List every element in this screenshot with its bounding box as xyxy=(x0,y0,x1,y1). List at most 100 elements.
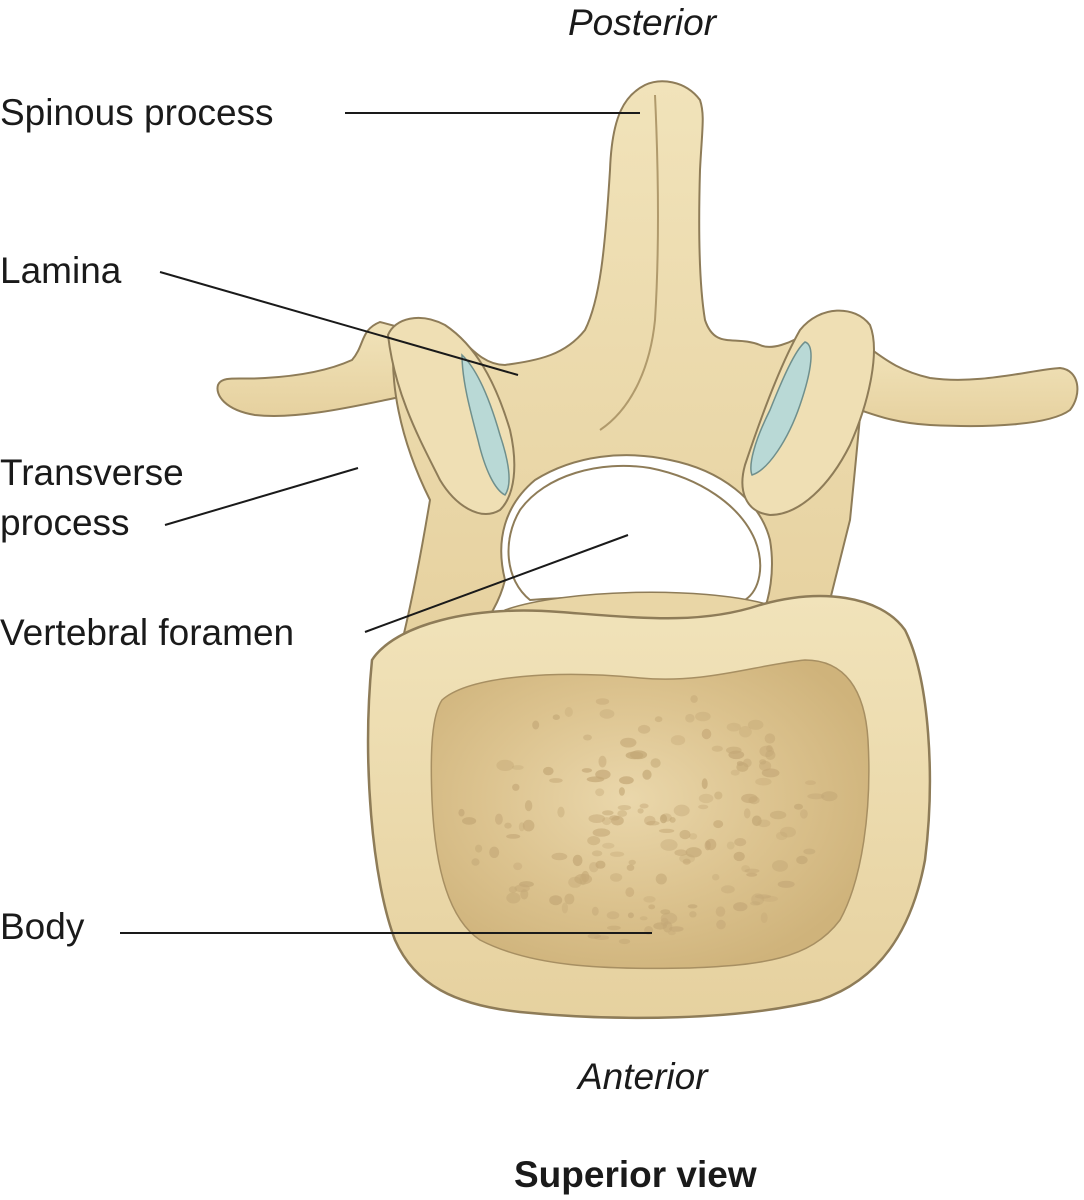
pore xyxy=(658,828,675,834)
pore xyxy=(618,787,625,796)
pore xyxy=(610,851,625,857)
pore xyxy=(549,895,563,906)
cancellous-pores xyxy=(458,695,838,945)
pore xyxy=(761,768,780,778)
pore xyxy=(602,842,615,849)
pore xyxy=(711,745,723,752)
leader-lines xyxy=(120,112,652,934)
pore xyxy=(733,902,748,912)
pore xyxy=(728,750,745,760)
pore xyxy=(660,813,672,822)
pore xyxy=(588,814,606,823)
pore xyxy=(644,815,656,826)
pore xyxy=(659,814,668,824)
pore xyxy=(685,713,695,723)
pore xyxy=(760,912,768,923)
pore xyxy=(777,880,795,888)
pore xyxy=(650,758,661,768)
right-articular-facet xyxy=(750,341,812,476)
cancellous-bone xyxy=(430,659,870,970)
pore xyxy=(751,815,762,827)
pore xyxy=(564,893,575,905)
pore xyxy=(746,872,758,877)
pore xyxy=(496,759,514,772)
posterior-label: Posterior xyxy=(568,2,717,43)
pore xyxy=(557,806,565,818)
pore xyxy=(637,808,644,814)
spinous-process-label: Spinous process xyxy=(0,92,274,133)
pore xyxy=(620,737,637,748)
transverse-process-label-line1: Transverse xyxy=(0,452,184,493)
pore xyxy=(660,839,678,851)
pore xyxy=(592,828,611,837)
pore xyxy=(741,793,758,804)
pore xyxy=(532,720,540,730)
pore xyxy=(617,810,628,817)
pore xyxy=(667,930,676,936)
pore xyxy=(639,916,648,921)
pore xyxy=(646,820,660,826)
pore xyxy=(796,855,808,865)
pore xyxy=(587,933,601,939)
pore xyxy=(805,780,816,785)
pore xyxy=(595,860,606,869)
pore xyxy=(581,768,593,773)
pore xyxy=(747,719,764,730)
pore xyxy=(794,803,803,810)
pore xyxy=(682,858,691,865)
pore xyxy=(712,873,720,881)
pore xyxy=(713,820,724,829)
pore xyxy=(561,902,569,914)
pore xyxy=(606,911,620,920)
pore xyxy=(744,868,760,874)
pore xyxy=(591,850,603,857)
pore xyxy=(669,926,684,932)
pore xyxy=(743,808,751,819)
pore xyxy=(721,885,735,894)
pore xyxy=(739,726,752,738)
pore xyxy=(660,912,678,925)
pore xyxy=(543,766,554,776)
pore xyxy=(524,800,533,812)
pore xyxy=(715,906,726,917)
pore xyxy=(769,810,787,820)
pore xyxy=(639,803,649,809)
pore xyxy=(780,826,796,838)
leader-lamina xyxy=(159,271,519,376)
pore xyxy=(512,783,520,791)
pore xyxy=(586,776,605,783)
pore xyxy=(800,809,808,819)
pore xyxy=(803,848,816,855)
pore xyxy=(610,873,623,882)
right-transverse-process xyxy=(858,343,1079,428)
pore xyxy=(764,733,776,744)
pore xyxy=(618,938,631,945)
leader-foramen xyxy=(364,534,629,633)
left-superior-articular-process xyxy=(386,317,516,515)
pore xyxy=(685,847,702,858)
pore xyxy=(564,707,573,717)
pore xyxy=(619,776,634,785)
pore xyxy=(750,901,761,906)
pore xyxy=(701,778,708,790)
pore xyxy=(698,804,709,810)
pore xyxy=(551,852,568,861)
pore xyxy=(628,859,636,866)
pore xyxy=(513,862,523,871)
vertebral-arch xyxy=(392,80,867,652)
pore xyxy=(522,819,535,832)
pore xyxy=(475,844,483,853)
pore xyxy=(602,810,614,816)
pore xyxy=(489,846,500,858)
pore xyxy=(611,815,624,826)
left-articular-facet xyxy=(461,353,510,496)
pore xyxy=(574,873,593,885)
pore xyxy=(701,728,712,740)
pore xyxy=(751,893,765,906)
pore xyxy=(679,853,695,864)
pore xyxy=(714,791,723,800)
pore xyxy=(653,922,667,930)
pore xyxy=(736,761,744,766)
